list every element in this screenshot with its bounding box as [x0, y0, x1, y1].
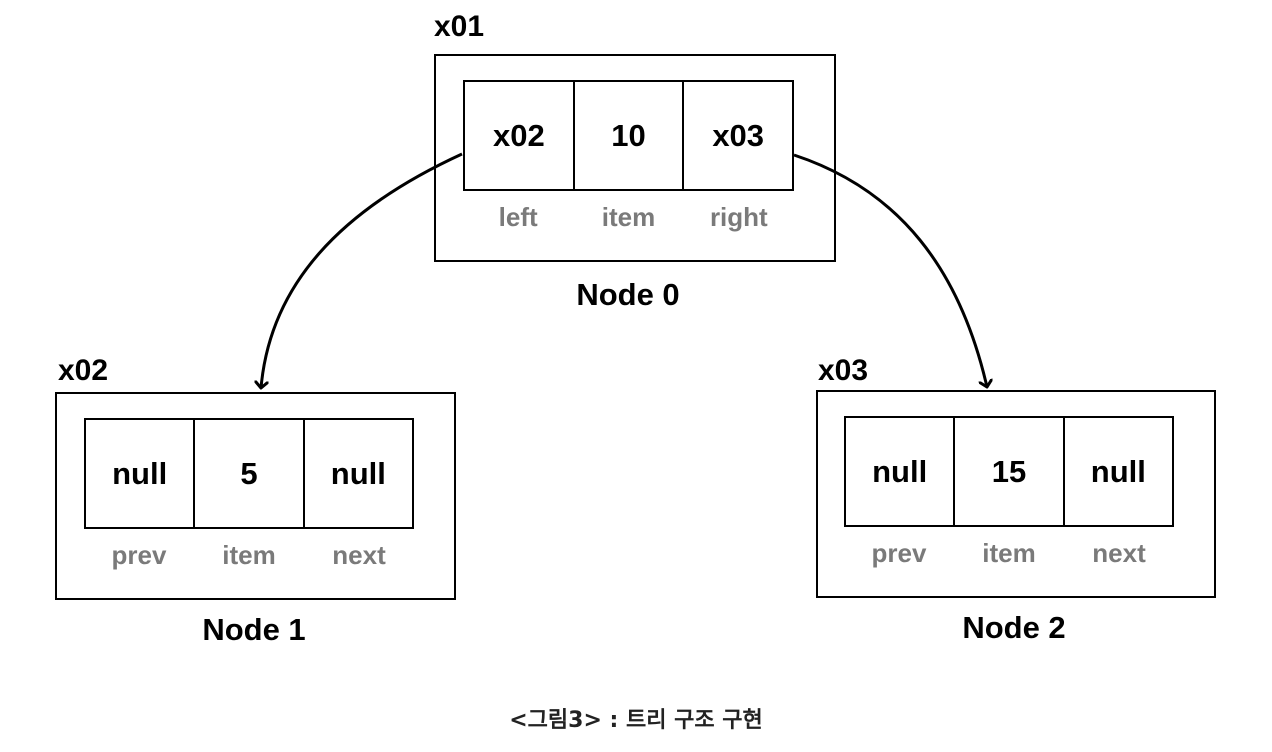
node-1-cells: null 5 null — [84, 418, 414, 529]
node-0-field-labels: left item right — [463, 202, 794, 233]
node-2-title: Node 2 — [962, 610, 1066, 645]
node-0-item-cell: 10 — [575, 82, 685, 189]
node-1-title: Node 1 — [202, 612, 306, 647]
node-2-box — [816, 390, 1216, 598]
node-2-cells: null 15 null — [844, 416, 1174, 527]
node-0-title: Node 0 — [576, 277, 680, 312]
node-1-field-labels: prev item next — [84, 540, 414, 571]
node-2-item-label: item — [982, 538, 1036, 568]
node-0-left-cell: x02 — [465, 82, 575, 189]
node-2-next-cell: null — [1090, 453, 1146, 489]
node-0-left-label: left — [498, 202, 538, 232]
arrow-right-to-node-2 — [793, 153, 987, 387]
node-0-cells: x02 10 x03 — [463, 80, 794, 191]
node-1-prev-label: prev — [111, 540, 167, 570]
node-1-address: x02 — [58, 354, 109, 387]
node-1-box — [55, 392, 456, 600]
node-0-address: x01 — [434, 10, 485, 43]
node-1-item-cell: 5 — [195, 420, 305, 527]
node-2-prev-label: prev — [871, 538, 927, 568]
node-0-right-cell: x03 — [712, 117, 765, 153]
node-2-address: x03 — [818, 354, 869, 387]
node-1-next-label: next — [332, 540, 386, 570]
node-1-next-cell: null — [330, 455, 386, 491]
node-1-item-label: item — [222, 540, 276, 570]
node-0-item-label: item — [601, 202, 656, 232]
node-2-prev-cell: null — [846, 418, 956, 525]
node-0-box — [434, 54, 836, 262]
node-0-right-label: right — [709, 202, 768, 232]
arrow-left-to-node-1 — [261, 152, 463, 388]
figure-caption: <그림3> : 트리 구조 구현 — [509, 708, 763, 733]
node-2-next-label: next — [1092, 538, 1146, 568]
node-2-field-labels: prev item next — [844, 538, 1174, 569]
node-1-prev-cell: null — [86, 420, 196, 527]
node-2-item-cell: 15 — [955, 418, 1065, 525]
